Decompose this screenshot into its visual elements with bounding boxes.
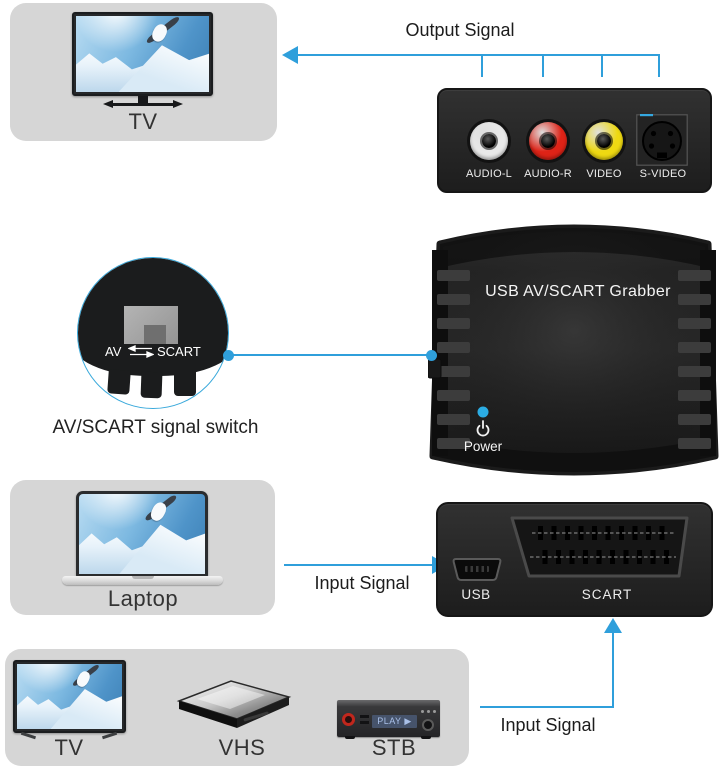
switch-knob bbox=[144, 325, 166, 344]
callout-circle: AV SCART bbox=[77, 257, 229, 409]
stb-button bbox=[433, 710, 436, 713]
sources-card: TV VHS PLAY ▶ bbox=[5, 649, 469, 766]
power-led bbox=[477, 406, 489, 418]
input-arrow-line-2h bbox=[480, 706, 614, 708]
switch-label-av: AV bbox=[105, 344, 122, 359]
input-signal-label-1: Input Signal bbox=[314, 573, 410, 593]
scart-port bbox=[510, 516, 689, 578]
laptop-card: Laptop bbox=[10, 480, 275, 615]
usb-port bbox=[452, 558, 502, 581]
callout-caption: AV/SCART signal switch bbox=[52, 417, 259, 438]
stb-slot bbox=[360, 715, 369, 718]
av-scart-switch-tab bbox=[428, 358, 442, 379]
grabber-device: USB AV/SCART Grabber Power bbox=[428, 224, 719, 476]
tv-card-top: TV bbox=[10, 3, 277, 141]
device-title: USB AV/SCART Grabber bbox=[485, 283, 671, 300]
tv-small-image bbox=[17, 664, 122, 729]
output-tick-3 bbox=[601, 56, 603, 77]
port-label-video: VIDEO bbox=[586, 168, 622, 180]
s-video-port bbox=[636, 114, 688, 166]
callout-dot-right bbox=[426, 350, 437, 361]
port-label-s-video: S-VIDEO bbox=[639, 168, 687, 180]
tv-screen-image bbox=[76, 16, 209, 92]
switch-graphic bbox=[124, 306, 178, 344]
tv-small-frame bbox=[13, 660, 126, 733]
port-label-audio-l: AUDIO-L bbox=[465, 168, 513, 180]
device-fin-tooth bbox=[174, 370, 196, 396]
usb-label: USB bbox=[461, 587, 491, 602]
scart-label: SCART bbox=[581, 587, 633, 602]
laptop-screen-frame bbox=[76, 491, 208, 577]
callout-connector-line bbox=[229, 354, 431, 356]
callout-dot-left bbox=[223, 350, 234, 361]
rca-jack-video bbox=[585, 122, 623, 160]
vhs-graphic bbox=[176, 680, 292, 728]
av-input-panel: USB SCART bbox=[436, 502, 713, 617]
laptop-label: Laptop bbox=[107, 586, 179, 611]
stb-display: PLAY ▶ bbox=[372, 715, 417, 728]
laptop-base bbox=[62, 576, 223, 585]
vhs-label: VHS bbox=[218, 735, 266, 760]
stb-foot bbox=[345, 736, 355, 739]
power-label: Power bbox=[464, 439, 503, 454]
right-grip-fins bbox=[678, 270, 711, 449]
tv-label: TV bbox=[128, 109, 158, 134]
stb-button bbox=[427, 710, 430, 713]
stb-foot bbox=[421, 736, 431, 739]
left-grip-fins bbox=[437, 270, 470, 449]
switch-arrows-icon bbox=[128, 345, 154, 358]
output-tick-4 bbox=[658, 56, 660, 77]
laptop-screen-image bbox=[79, 494, 205, 574]
tv-screen-frame bbox=[72, 12, 213, 96]
device-fin-tooth bbox=[107, 369, 131, 395]
stb-label: STB bbox=[371, 735, 417, 760]
output-signal-label: Output Signal bbox=[405, 20, 515, 40]
tv-stand-base bbox=[103, 100, 183, 108]
output-tick-2 bbox=[542, 56, 544, 77]
stb-jog-knob bbox=[422, 719, 434, 731]
tv-stand-neck bbox=[138, 96, 148, 103]
device-fin-tooth bbox=[140, 371, 163, 399]
stb-button bbox=[421, 710, 424, 713]
av-output-panel: AUDIO-L AUDIO-R VIDEO S-VIDEO bbox=[437, 88, 712, 193]
rca-jack-audio-l bbox=[470, 122, 508, 160]
stb-graphic: PLAY ▶ bbox=[337, 700, 440, 739]
output-arrow-line bbox=[296, 54, 660, 56]
input-arrow-line-1 bbox=[284, 564, 432, 566]
port-label-audio-r: AUDIO-R bbox=[524, 168, 572, 180]
input-arrow-line-2v bbox=[612, 631, 614, 708]
stb-slot bbox=[360, 721, 369, 724]
power-icon bbox=[476, 420, 490, 437]
output-tick-1 bbox=[481, 56, 483, 77]
up-arrow-icon bbox=[604, 618, 622, 633]
input-signal-label-2: Input Signal bbox=[500, 715, 596, 735]
switch-label-scart: SCART bbox=[157, 344, 201, 359]
left-arrow-icon bbox=[282, 46, 298, 64]
stb-power-knob bbox=[342, 713, 355, 726]
rca-jack-audio-r bbox=[529, 122, 567, 160]
tv-bottom-label: TV bbox=[54, 735, 84, 760]
